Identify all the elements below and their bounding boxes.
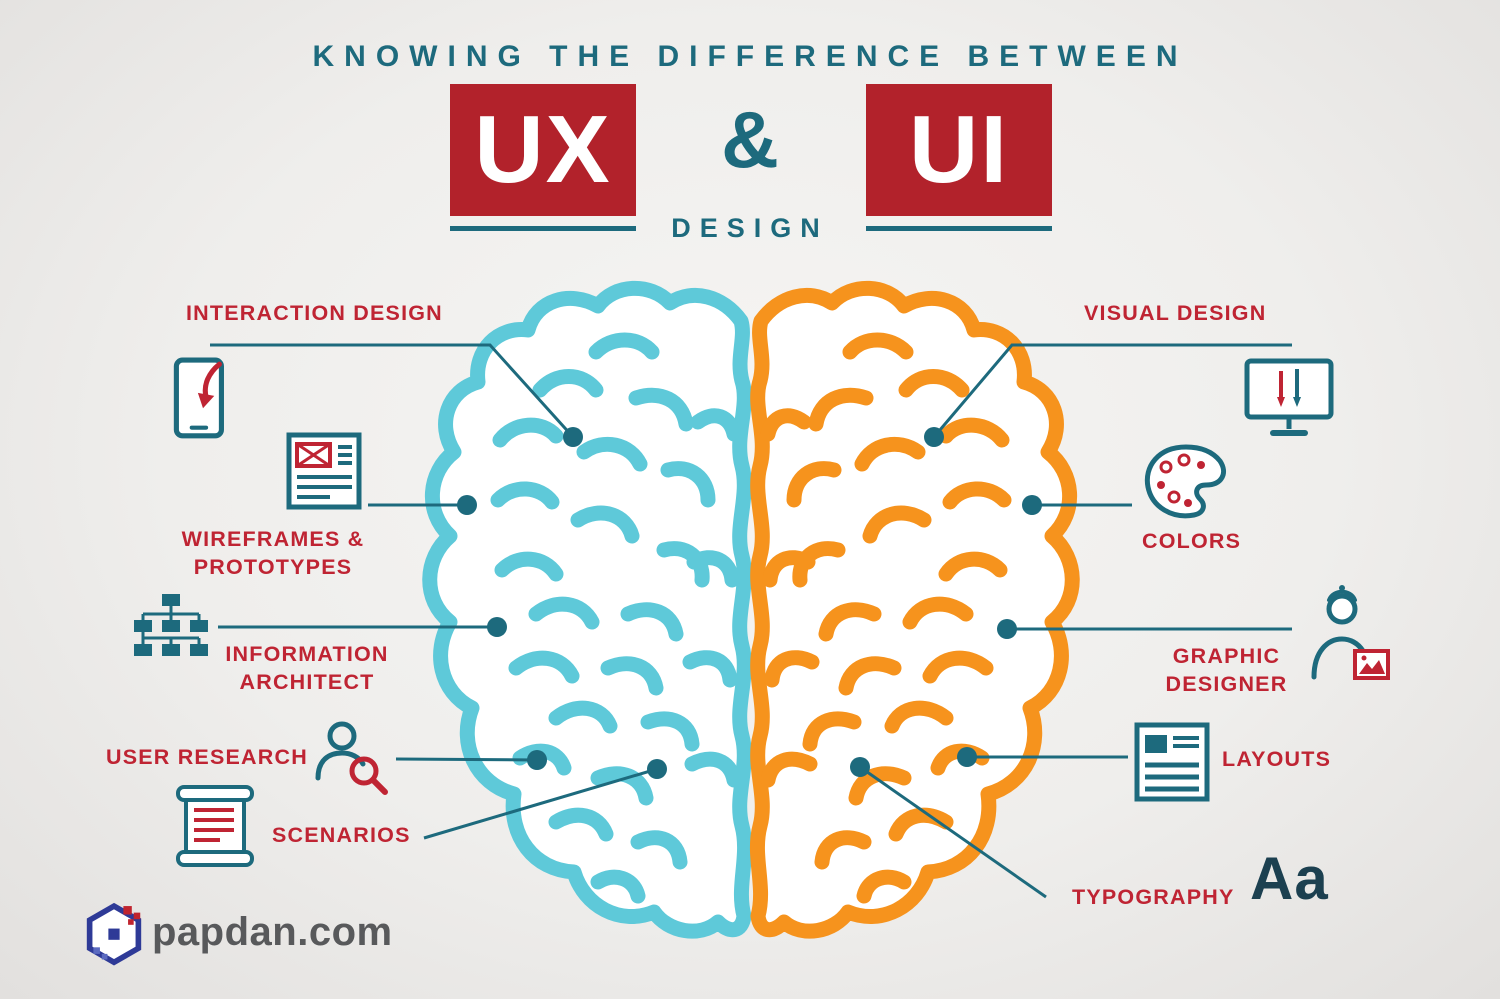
label-information-architect: INFORMATION ARCHITECT: [225, 642, 389, 694]
dot-wireframes: [457, 495, 477, 515]
connector-typography: [859, 765, 1047, 899]
monitor-design-icon: [1244, 358, 1334, 436]
dot-visual-design: [924, 427, 944, 447]
sitemap-icon: [134, 594, 208, 656]
layout-grid-icon: [1134, 722, 1210, 802]
ux-underline: [450, 226, 636, 231]
connector-user-research: [395, 757, 538, 762]
label-typography: TYPOGRAPHY: [1072, 885, 1235, 909]
ui-badge: UI: [866, 84, 1052, 216]
logo-wordmark: papdan.com: [152, 910, 393, 954]
brain-left-hemisphere: [430, 288, 745, 931]
ampersand: &: [721, 95, 779, 184]
label-colors: COLORS: [1142, 529, 1242, 553]
typography-aa-icon: Aa: [1250, 845, 1329, 912]
scroll-icon: [176, 785, 254, 867]
dot-layouts: [957, 747, 977, 767]
dot-interaction-design: [563, 427, 583, 447]
connector-dots: [457, 427, 1042, 779]
papdan-logo-icon: [86, 902, 142, 966]
label-layouts: LAYOUTS: [1222, 747, 1332, 771]
ux-badge: UX: [450, 84, 636, 216]
designer-person-icon: [1311, 585, 1390, 680]
label-user-research: USER RESEARCH: [106, 745, 308, 769]
label-visual-design: VISUAL DESIGN: [1084, 301, 1267, 325]
dot-information-architect: [487, 617, 507, 637]
label-graphic-designer: GRAPHIC DESIGNER: [1165, 644, 1288, 696]
connector-scenarios: [423, 767, 658, 840]
dot-typography: [850, 757, 870, 777]
palette-icon: [1144, 444, 1226, 519]
dot-user-research: [527, 750, 547, 770]
dot-colors: [1022, 495, 1042, 515]
label-wireframes-prototypes: WIREFRAMES & PROTOTYPES: [181, 527, 365, 579]
user-magnifier-icon: [315, 721, 388, 795]
label-scenarios: SCENARIOS: [272, 823, 411, 847]
brain-right-hemisphere: [757, 288, 1072, 931]
connector-lines: [210, 343, 1292, 899]
label-interaction-design: INTERACTION DESIGN: [186, 301, 443, 325]
tablet-touch-icon: [173, 357, 224, 439]
connector-visual-design: [932, 343, 1292, 438]
dot-graphic-designer: [997, 619, 1017, 639]
dot-scenarios: [647, 759, 667, 779]
title-kicker: KNOWING THE DIFFERENCE BETWEEN: [312, 40, 1188, 73]
wireframe-doc-icon: [286, 432, 362, 510]
ui-underline: [866, 226, 1052, 231]
design-subtitle: DESIGN: [671, 213, 829, 243]
connector-interaction-design: [210, 343, 575, 439]
